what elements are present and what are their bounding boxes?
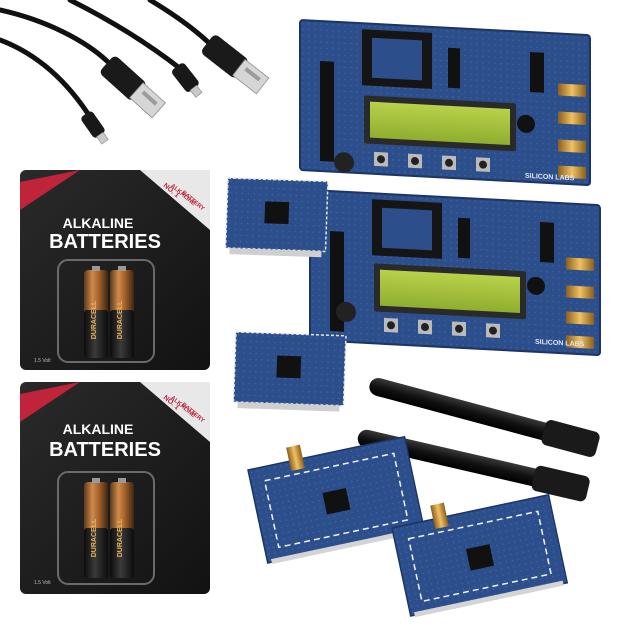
lcd-screen — [370, 101, 510, 146]
push-buttons — [384, 317, 500, 338]
dev-board-bottom: SILICON LABS — [309, 189, 601, 357]
mini-usb-plug — [81, 111, 109, 145]
battery-pack-top: NO. 1 ALKALINE BATTERY ALKALINE BATTERIE… — [20, 170, 210, 370]
antenna — [369, 378, 600, 457]
board-logo: SILICON LABS — [525, 173, 575, 183]
aa-battery: DURACELL — [84, 266, 108, 358]
svg-text:DURACELL: DURACELL — [117, 300, 124, 339]
voltage-label: 1.5 Volt — [34, 358, 51, 364]
rf-module — [391, 493, 569, 618]
svg-text:DURACELL: DURACELL — [117, 518, 124, 557]
sma-connector — [430, 502, 449, 530]
usb-cables — [0, 0, 270, 145]
svg-text:DURACELL: DURACELL — [91, 300, 98, 339]
aa-battery: DURACELL — [84, 478, 108, 578]
voltage-label: 1.5 Volt — [34, 580, 51, 586]
rf-module — [247, 435, 426, 565]
sma-connectors — [558, 83, 586, 179]
svg-text:DURACELL: DURACELL — [91, 518, 98, 557]
pack-title-line2: BATTERIES — [49, 439, 161, 461]
joystick — [527, 276, 545, 295]
pack-title-line2: BATTERIES — [49, 231, 161, 253]
push-buttons — [374, 151, 490, 172]
board-logo: SILICON LABS — [535, 339, 585, 349]
buzzer — [334, 152, 354, 173]
aa-battery: DURACELL — [110, 478, 134, 578]
usb-a-plug — [202, 35, 270, 95]
sma-connectors — [566, 257, 594, 349]
mcu-module — [224, 177, 329, 258]
usb-a-plug — [100, 56, 166, 119]
joystick — [517, 114, 535, 133]
pack-title-line1: ALKALINE — [63, 421, 134, 437]
sma-connector — [286, 444, 305, 472]
dev-board-top: SILICON LABS — [299, 19, 591, 187]
battery-pack-bottom: NO. 1 ALKALINE BATTERY ALKALINE BATTERIE… — [20, 382, 210, 594]
mcu-module — [232, 331, 347, 412]
pack-title-line1: ALKALINE — [63, 215, 134, 231]
aa-battery: DURACELL — [110, 266, 134, 358]
buzzer — [336, 301, 356, 322]
lcd-screen — [380, 269, 520, 314]
antenna — [357, 429, 590, 502]
mini-usb-plug — [172, 63, 203, 98]
